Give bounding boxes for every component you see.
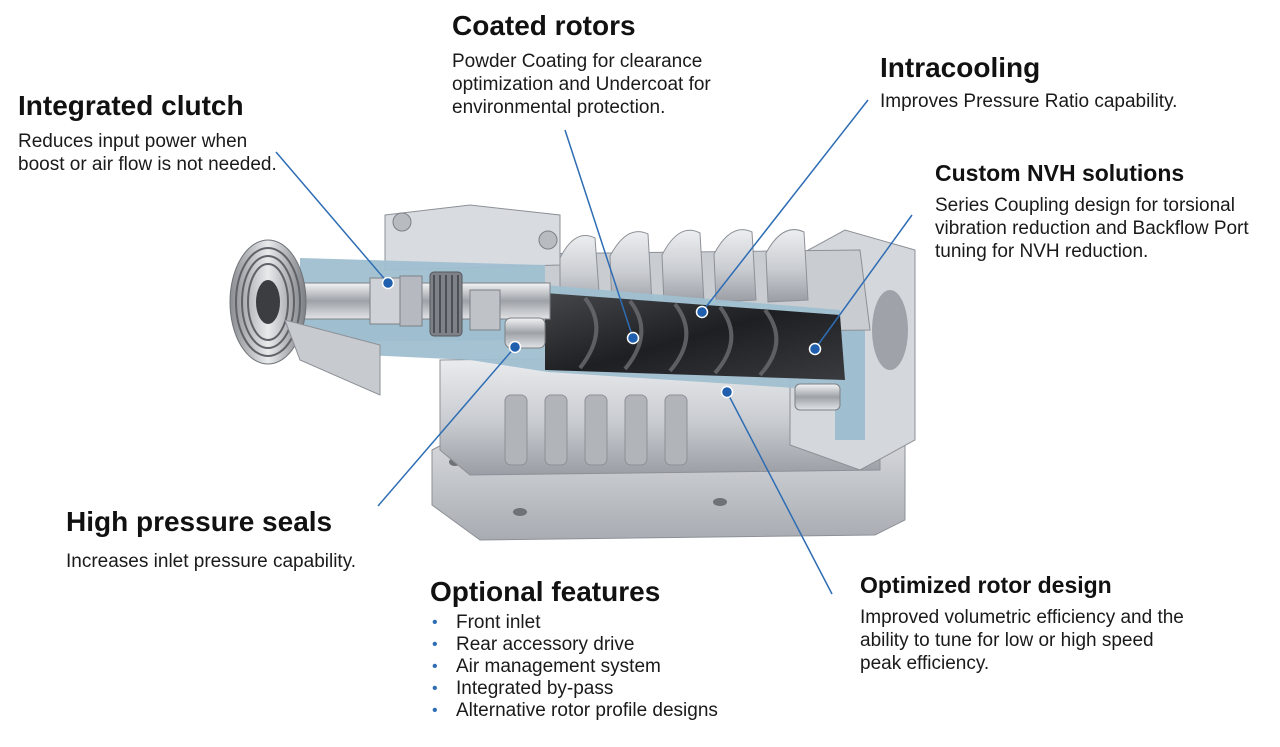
list-item: • Air management system	[430, 656, 790, 678]
list-item: • Alternative rotor profile designs	[430, 700, 790, 722]
callout-optional-features: Optional features • Front inlet • Rear acc…	[430, 576, 790, 722]
leader-line-coated-rotors	[564, 129, 634, 339]
leader-line-optimized-rotor	[726, 391, 833, 595]
callout-custom-nvh: Custom NVH solutions Series Coupling des…	[935, 160, 1275, 263]
leader-dots	[381, 276, 822, 399]
leader-dot-integrated-clutch	[381, 276, 395, 290]
list-item: • Rear accessory drive	[430, 634, 790, 656]
integrated-clutch-description: Reduces input power when boost or air fl…	[18, 131, 277, 176]
leader-line-custom-nvh	[814, 214, 913, 350]
coated-rotors-title: Coated rotors	[452, 10, 636, 41]
list-item-label: Integrated by-pass	[456, 678, 614, 700]
callout-intracooling: Intracooling Improves Pressure Ratio cap…	[880, 52, 1260, 113]
coated-rotors-description: Powder Coating for clearance optimizatio…	[452, 51, 711, 119]
bullet-icon: •	[432, 658, 438, 676]
leader-lines	[275, 99, 913, 595]
callout-high-pressure-seals: High pressure seals Increases inlet pres…	[66, 506, 426, 573]
pulley	[229, 239, 307, 365]
callout-integrated-clutch: Integrated clutch Reduces input power wh…	[18, 90, 278, 176]
list-item: • Integrated by-pass	[430, 678, 790, 700]
leader-line-integrated-clutch	[275, 151, 389, 284]
leader-dot-optimized-rotor	[720, 385, 734, 399]
optimized-rotor-title: Optimized rotor design	[860, 572, 1112, 598]
optional-features-list: • Front inlet • Rear accessory drive • Air …	[430, 612, 790, 722]
callout-coated-rotors: Coated rotors Powder Coating for clearan…	[452, 10, 772, 119]
callout-optimized-rotor-design: Optimized rotor design Improved volumetr…	[860, 572, 1200, 675]
leader-dot-intracooling	[695, 305, 709, 319]
list-item-label: Air management system	[456, 656, 661, 678]
bullet-icon: •	[432, 614, 438, 632]
bullet-icon: •	[432, 702, 438, 720]
leader-line-intracooling	[701, 99, 869, 313]
gear	[429, 271, 463, 337]
leader-dot-coated-rotors	[626, 331, 640, 345]
optimized-rotor-description: Improved volumetric efficiency and the a…	[860, 607, 1184, 675]
integrated-clutch-title: Integrated clutch	[18, 90, 244, 121]
leader-dot-high-pressure-seals	[508, 340, 522, 354]
custom-nvh-description: Series Coupling design for torsional vib…	[935, 195, 1249, 263]
optional-features-title: Optional features	[430, 576, 661, 607]
leader-line-high-pressure-seals	[377, 346, 516, 507]
list-item-label: Front inlet	[456, 612, 541, 634]
custom-nvh-title: Custom NVH solutions	[935, 160, 1185, 186]
high-pressure-seals-title: High pressure seals	[66, 506, 333, 537]
leader-dot-custom-nvh	[808, 342, 822, 356]
intracooling-description: Improves Pressure Ratio capability.	[880, 91, 1178, 113]
bullet-icon: •	[432, 636, 438, 654]
list-item: • Front inlet	[430, 612, 790, 634]
list-item-label: Rear accessory drive	[456, 634, 635, 656]
list-item-label: Alternative rotor profile designs	[456, 700, 718, 722]
bullet-icon: •	[432, 680, 438, 698]
high-pressure-seals-description: Increases inlet pressure capability.	[66, 551, 357, 573]
intracooling-title: Intracooling	[880, 52, 1041, 83]
supercharger-body	[229, 204, 916, 541]
